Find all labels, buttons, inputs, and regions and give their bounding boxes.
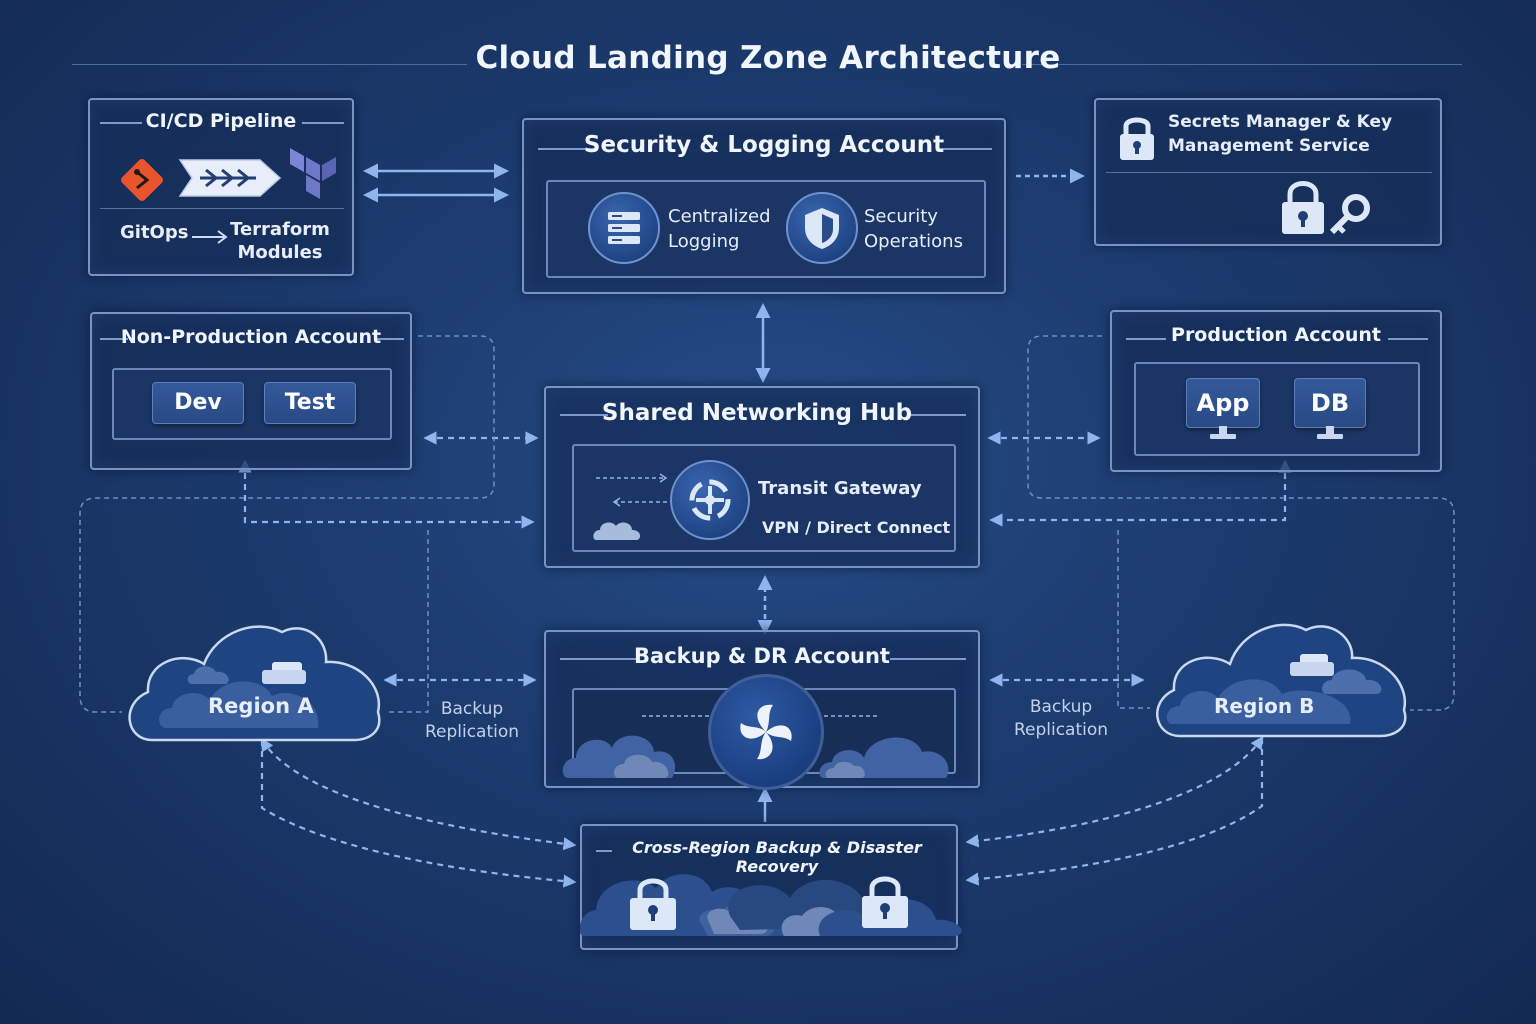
production-header: Production Account: [1171, 324, 1381, 346]
security-header-rule-right: [936, 148, 992, 150]
non-production-account-box: Non-Production Account Dev Test: [90, 312, 412, 470]
test-environment: Test: [264, 382, 356, 424]
cross-region-header: Cross-Region Backup & Disaster Recovery: [632, 838, 922, 876]
db-monitor-stand-icon: [1317, 426, 1343, 439]
region-a-label: Region A: [208, 694, 314, 718]
secrets-divider: [1106, 172, 1432, 173]
production-account-box: Production Account App DB: [1110, 310, 1442, 472]
gitops-to-terraform-arrow: [192, 230, 228, 244]
backup-dr-icon: [708, 674, 824, 790]
cross-region-clouds-icon: [580, 874, 962, 936]
nonprod-header-rule-left: [100, 338, 128, 340]
page-title: Cloud Landing Zone Architecture: [475, 40, 1061, 76]
security-logging-header: Security & Logging Account: [583, 132, 945, 158]
centralized-logging-icon: [588, 192, 660, 264]
backup-header-rule-right: [890, 658, 966, 660]
network-header-rule-left: [560, 414, 608, 416]
cicd-header-rule-right: [302, 122, 344, 124]
server-stack-icon: [608, 212, 640, 244]
prod-inner-panel: App DB: [1134, 362, 1420, 456]
db-server: DB: [1294, 378, 1366, 428]
security-operations-label: Security Operations: [864, 206, 963, 252]
lock-and-key-icon: [1282, 181, 1370, 235]
security-operations-icon: [786, 192, 858, 264]
gitops-label: GitOps: [120, 222, 189, 243]
region-b-label: Region B: [1214, 694, 1315, 718]
cross-region-header-rule-left: [596, 850, 612, 852]
backup-clouds-left-icon: [562, 715, 710, 778]
shared-networking-hub-box: Shared Networking Hub Transit Gateway VP…: [544, 386, 980, 568]
network-inner-panel: Transit Gateway VPN / Direct Connect: [572, 444, 956, 552]
non-production-header: Non-Production Account: [120, 326, 382, 348]
shield-icon: [805, 208, 839, 249]
recovery-swirl-icon: [740, 704, 792, 760]
backup-replication-right-label: Backup Replication: [1013, 697, 1109, 740]
backup-dr-header: Backup & DR Account: [634, 644, 890, 668]
title-rule-left: [72, 64, 467, 65]
cicd-header-rule-left: [100, 122, 142, 124]
security-logging-account-box: Security & Logging Account Centralized L…: [522, 118, 1006, 294]
traffic-flow-arrows: [596, 473, 672, 507]
secrets-manager-box: Secrets Manager & Key Management Service: [1094, 98, 1442, 246]
prod-header-rule-right: [1388, 338, 1428, 340]
vpn-direct-connect-label: VPN / Direct Connect: [762, 518, 951, 537]
terraform-icon: [290, 148, 336, 199]
security-logging-inner-panel: Centralized Logging Security Operations: [546, 180, 986, 278]
nonprod-header-rule-right: [376, 338, 404, 340]
cicd-pipeline-box: CI/CD Pipeline GitOps Terraform Modules: [88, 98, 354, 276]
title-rule-right: [1022, 64, 1462, 65]
backup-dr-account-box: Backup & DR Account: [544, 630, 980, 790]
region-a-cloud: [128, 625, 381, 742]
gateway-hub-icon: [689, 479, 731, 521]
dev-environment: Dev: [152, 382, 244, 424]
network-header-rule-right: [910, 414, 966, 416]
centralized-logging-label: Centralized Logging: [668, 206, 771, 252]
terraform-modules-label: Terraform Modules: [230, 219, 330, 263]
app-server: App: [1186, 378, 1260, 428]
backup-replication-left-label: Backup Replication: [424, 699, 520, 742]
region-b-cloud: [1156, 623, 1407, 738]
lock-icon: [1120, 117, 1154, 160]
transit-gateway-icon: [670, 460, 750, 540]
prod-header-rule-left: [1126, 338, 1166, 340]
git-icon: [121, 159, 163, 201]
transit-gateway-label: Transit Gateway: [758, 478, 922, 499]
cicd-header: CI/CD Pipeline: [145, 110, 297, 132]
app-monitor-stand-icon: [1210, 426, 1236, 439]
small-cloud-icon: [593, 522, 641, 540]
backup-header-rule-left: [560, 658, 636, 660]
security-header-rule-left: [538, 148, 594, 150]
nonprod-inner-panel: Dev Test: [112, 368, 392, 440]
pipeline-arrow-icon: [178, 159, 282, 197]
shared-networking-header: Shared Networking Hub: [601, 400, 913, 426]
secrets-manager-label: Secrets Manager & Key Management Service: [1168, 112, 1393, 156]
cicd-divider: [100, 208, 344, 209]
backup-clouds-right-icon: [819, 715, 949, 778]
